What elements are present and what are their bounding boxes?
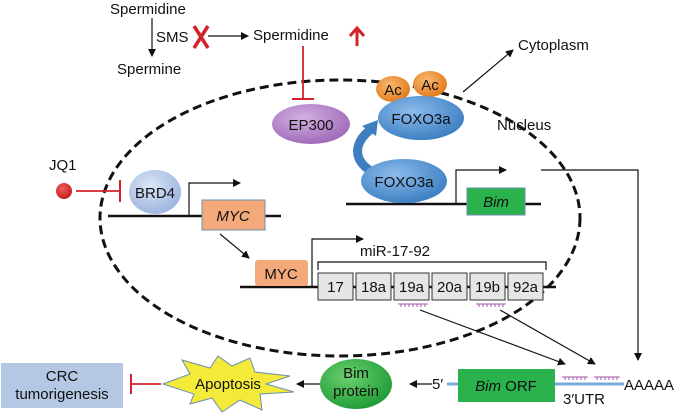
- mir-box-label: 19a: [399, 279, 425, 296]
- utr-label: 3′UTR: [563, 391, 605, 408]
- ac-badge-2: Ac: [413, 71, 447, 97]
- ep300-label: EP300: [288, 117, 333, 134]
- mir-box-label: 92a: [513, 279, 539, 296]
- mir-box-19b: 19b: [469, 272, 506, 301]
- jq1-label: JQ1: [49, 157, 77, 174]
- sms-label: SMS: [156, 29, 189, 46]
- mir-promoter-arrow: [311, 235, 364, 287]
- spermidine-label: Spermidine: [110, 1, 186, 18]
- ac-label: Ac: [421, 77, 439, 94]
- myc-gene-label: MYC: [216, 208, 250, 225]
- myc-protein: MYC: [255, 260, 308, 286]
- mir-seed-19b: [476, 303, 506, 307]
- mir-boxes: 17 18a 19a 20a 19b 92a: [317, 272, 544, 301]
- mir-cluster-bracket: [317, 261, 547, 270]
- apoptosis-label: Apoptosis: [195, 376, 261, 393]
- ac-badge-1: Ac: [376, 76, 410, 102]
- spermidine-up-label: Spermidine: [253, 27, 329, 44]
- bim-protein-label-1: Bim: [343, 365, 369, 382]
- nucleus-label: Nucleus: [497, 117, 551, 134]
- bim-gene: Bim: [466, 187, 526, 216]
- mir-box-label: 19b: [475, 279, 500, 296]
- bim-transcription-line: [541, 169, 642, 361]
- mir-box-19a: 19a: [393, 272, 430, 301]
- ep300-protein: EP300: [272, 104, 350, 144]
- inhibit-ep300: [292, 46, 314, 100]
- mir-box-label: 20a: [437, 279, 463, 296]
- bim-protein: Bim protein: [320, 359, 392, 409]
- utr-seed-1: [562, 376, 588, 380]
- mir19a-target-arrow: [419, 309, 566, 366]
- mir-box-92a: 92a: [507, 272, 544, 301]
- brd4-label: BRD4: [135, 185, 175, 202]
- mir-box-label: 17: [327, 279, 344, 296]
- foxo3a-acetylated: FOXO3a: [378, 96, 464, 140]
- myc-gene: MYC: [201, 199, 266, 231]
- crc-tumorigenesis: CRC tumorigenesis: [1, 363, 123, 408]
- mir-cluster-label: miR-17-92: [360, 243, 430, 260]
- foxo3a-acetylated-label: FOXO3a: [391, 111, 451, 128]
- to-cytoplasm-arrow: [462, 49, 514, 93]
- mir-box-20a: 20a: [431, 272, 468, 301]
- apoptosis-burst: Apoptosis: [161, 355, 295, 413]
- bim-orf: Bim ORF: [458, 369, 555, 402]
- polya-label: AAAAA: [624, 377, 674, 394]
- bim-orf-label: Bim ORF: [475, 378, 537, 395]
- ac-label: Ac: [384, 82, 402, 99]
- inhibit-crc: [130, 374, 161, 394]
- myc-protein-label: MYC: [264, 266, 298, 283]
- mir-box-17: 17: [317, 272, 354, 301]
- nucleus-boundary: [98, 78, 582, 358]
- utr-seed-2: [594, 376, 620, 380]
- mir-box-18a: 18a: [355, 272, 392, 301]
- foxo3a-label: FOXO3a: [374, 174, 434, 191]
- five-prime-label: 5′: [432, 376, 443, 393]
- myc-translation-arrow: [219, 233, 250, 259]
- mir19b-target-arrow: [499, 309, 596, 365]
- foxo3a-protein: FOXO3a: [361, 159, 447, 203]
- block-x-icon: [192, 25, 210, 49]
- myc-promoter-arrow: [188, 179, 241, 216]
- crc-label: CRC: [46, 368, 79, 385]
- mir-box-label: 18a: [361, 279, 387, 296]
- jq1-icon: [56, 183, 72, 199]
- tumorigenesis-label: tumorigenesis: [15, 386, 108, 403]
- inhibit-brd4: [76, 180, 121, 202]
- bim-protein-label-2: protein: [333, 383, 379, 400]
- cytoplasm-label: Cytoplasm: [518, 37, 589, 54]
- curved-arrow-head: [362, 120, 378, 136]
- spermine-label: Spermine: [117, 61, 181, 78]
- brd4-protein: BRD4: [129, 170, 181, 214]
- up-arrow-icon: [348, 25, 366, 46]
- bim-promoter-arrow: [455, 166, 507, 204]
- bim-gene-label: Bim: [483, 194, 509, 211]
- mir-seed-19a: [398, 303, 428, 307]
